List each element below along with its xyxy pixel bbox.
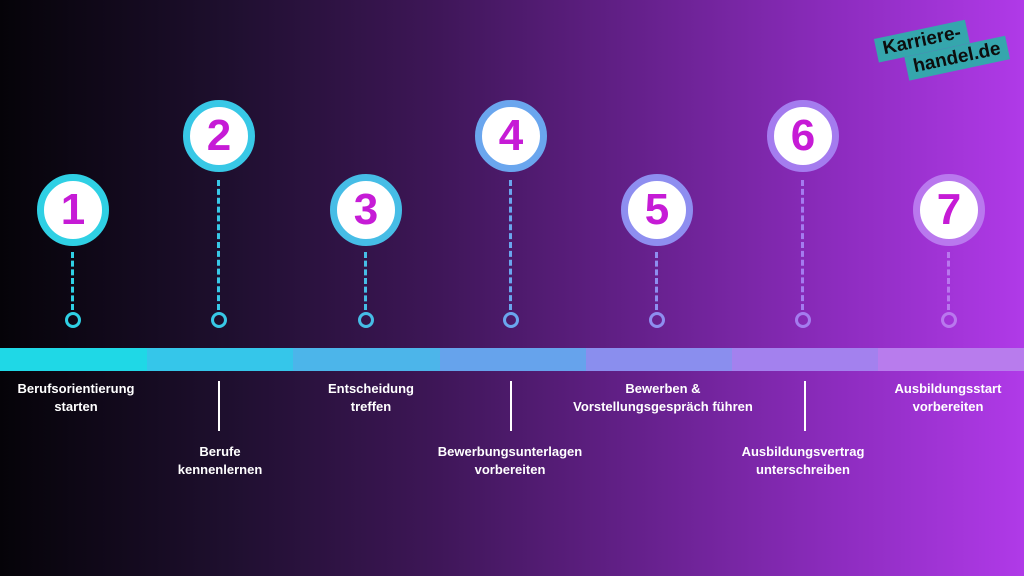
step-4-label-line-1: Bewerbungsunterlagen xyxy=(437,444,583,459)
step-3-label: Entscheidung treffen xyxy=(261,380,481,416)
step-3-connector xyxy=(364,252,367,310)
step-2-circle: 2 xyxy=(183,100,255,172)
timeline-segment-5 xyxy=(586,348,732,371)
step-1-label-line-2: starten xyxy=(54,399,98,414)
step-4-connector xyxy=(509,180,512,310)
timeline-segment-4 xyxy=(440,348,586,371)
step-2-number: 2 xyxy=(206,111,232,160)
step-5-connector xyxy=(655,252,658,310)
step-6-tick xyxy=(804,381,806,431)
step-1-circle: 1 xyxy=(37,174,109,246)
step-7-label-line-1: Ausbildungsstart xyxy=(894,381,1002,396)
step-1-label-line-1: Berufsorientierung xyxy=(17,381,135,396)
step-4-marker xyxy=(503,312,519,328)
step-7-circle: 7 xyxy=(913,174,985,246)
step-7-label: Ausbildungsstart vorbereiten xyxy=(838,380,1024,416)
step-3-number: 3 xyxy=(353,185,379,234)
step-5-label: Bewerben & Vorstellungsgespräch führen xyxy=(553,380,773,416)
step-2-label: Berufe kennenlernen xyxy=(110,443,330,479)
karriere-handel-logo: Karriere- handel.de xyxy=(873,8,1010,96)
step-5-label-line-2: Vorstellungsgespräch führen xyxy=(573,399,753,414)
step-7-number: 7 xyxy=(936,185,962,234)
step-7-connector xyxy=(947,252,950,310)
step-5-marker xyxy=(649,312,665,328)
step-2-tick xyxy=(218,381,220,431)
step-7-marker xyxy=(941,312,957,328)
step-6-label-line-2: unterschreiben xyxy=(756,462,850,477)
step-1-number: 1 xyxy=(60,185,86,234)
step-6-circle: 6 xyxy=(767,100,839,172)
step-3-circle: 3 xyxy=(330,174,402,246)
step-1-connector xyxy=(71,252,74,310)
step-2-label-line-2: kennenlernen xyxy=(177,462,263,477)
timeline-segment-3 xyxy=(293,348,440,371)
step-6-connector xyxy=(801,180,804,310)
timeline-segment-2 xyxy=(147,348,293,371)
step-7-label-line-2: vorbereiten xyxy=(912,399,984,414)
step-2-marker xyxy=(211,312,227,328)
step-4-tick xyxy=(510,381,512,431)
step-4-label-line-2: vorbereiten xyxy=(474,462,546,477)
step-3-label-line-1: Entscheidung xyxy=(328,381,414,396)
step-2-label-line-1: Berufe xyxy=(199,444,241,459)
step-4-label: Bewerbungsunterlagen vorbereiten xyxy=(400,443,620,479)
step-2-connector xyxy=(217,180,220,310)
timeline-segment-1 xyxy=(0,348,147,371)
step-6-number: 6 xyxy=(790,111,816,160)
step-6-marker xyxy=(795,312,811,328)
timeline-segment-6 xyxy=(732,348,878,371)
timeline-segment-7 xyxy=(878,348,1024,371)
step-5-label-line-1: Bewerben & xyxy=(625,381,701,396)
step-5-circle: 5 xyxy=(621,174,693,246)
step-5-number: 5 xyxy=(644,185,670,234)
step-6-label: Ausbildungsvertrag unterschreiben xyxy=(693,443,913,479)
step-4-number: 4 xyxy=(498,111,524,160)
step-6-label-line-1: Ausbildungsvertrag xyxy=(741,444,865,459)
step-3-marker xyxy=(358,312,374,328)
step-1-marker xyxy=(65,312,81,328)
step-1-label: Berufsorientierung starten xyxy=(0,380,186,416)
step-3-label-line-2: treffen xyxy=(350,399,392,414)
step-4-circle: 4 xyxy=(475,100,547,172)
